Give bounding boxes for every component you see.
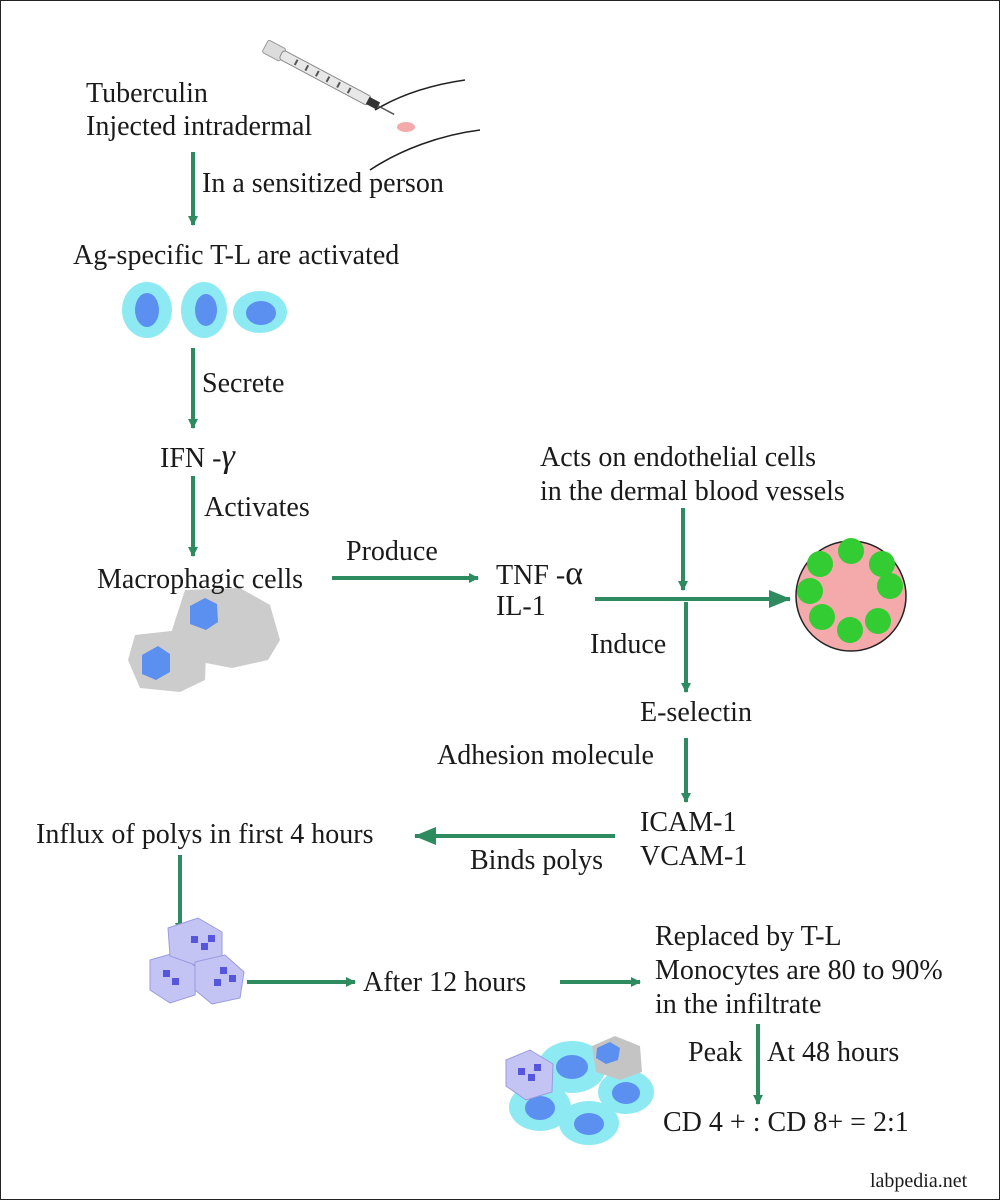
- label-after-12-hours: After 12 hours: [363, 967, 527, 998]
- label-e-selectin: E-selectin: [640, 697, 752, 728]
- t-lymphocyte-icon: [122, 282, 172, 338]
- label-tnf-alpha: TNF -α: [496, 557, 583, 593]
- label-replaced-3: in the infiltrate: [655, 989, 822, 1020]
- t-lymphocyte-icon: [559, 1101, 619, 1145]
- label-tuberculin: Tuberculin: [86, 78, 208, 109]
- t-lymphocyte-icon: [233, 291, 287, 333]
- label-replaced-1: Replaced by T-L: [655, 921, 842, 952]
- blood-vessel-cross-section-icon: [795, 538, 907, 652]
- label-acts-on-2: in the dermal blood vessels: [540, 476, 845, 507]
- label-replaced-2: Monocytes are 80 to 90%: [655, 955, 943, 986]
- infiltrate-cell-group: [505, 1036, 654, 1145]
- macrophage-icon: [128, 630, 206, 692]
- label-binds-polys: Binds polys: [470, 845, 604, 876]
- polymorphonuclear-cell-icon: [505, 1049, 554, 1101]
- label-icam-1: ICAM-1: [640, 807, 737, 838]
- label-ifn: IFN -: [160, 443, 222, 474]
- label-cd4-cd8-ratio: CD 4 + : CD 8+ = 2:1: [663, 1107, 909, 1138]
- flow-arrows: [175, 152, 791, 1105]
- t-lymphocyte-icon: [538, 1041, 606, 1093]
- label-produce: Produce: [346, 536, 438, 567]
- label-adhesion-molecule: Adhesion molecule: [437, 740, 654, 771]
- polymorphonuclear-cell-group: [149, 917, 245, 1005]
- label-induce: Induce: [590, 629, 667, 660]
- label-activates: Activates: [204, 492, 310, 523]
- label-sensitized-person: In a sensitized person: [202, 168, 444, 199]
- t-lymphocyte-icon: [598, 1070, 654, 1114]
- syringe-icon: [262, 39, 481, 171]
- label-gamma: γ: [221, 438, 235, 475]
- label-injected-intradermal: Injected intradermal: [86, 111, 313, 142]
- t-lymphocyte-group: [122, 282, 287, 338]
- label-il1: IL-1: [496, 591, 546, 622]
- label-influx-polys: Influx of polys in first 4 hours: [36, 819, 374, 850]
- label-secrete: Secrete: [202, 368, 285, 399]
- polymorphonuclear-cell-icon: [194, 954, 245, 1005]
- macrophage-group: [128, 588, 280, 692]
- label-at-48-hours: At 48 hours: [767, 1037, 900, 1068]
- label-ifn-gamma: IFN -γ: [160, 440, 235, 476]
- watermark-labpedia: labpedia.net: [870, 1170, 968, 1192]
- macrophage-icon: [592, 1036, 642, 1080]
- label-vcam-1: VCAM-1: [640, 841, 748, 872]
- label-peak: Peak: [688, 1037, 743, 1068]
- label-tnf: TNF -: [496, 560, 566, 591]
- label-ag-specific: Ag-specific T-L are activated: [73, 240, 400, 271]
- label-acts-on-1: Acts on endothelial cells: [540, 442, 817, 473]
- t-lymphocyte-icon: [181, 282, 227, 338]
- label-macrophagic-cells: Macrophagic cells: [97, 564, 304, 595]
- label-alpha: α: [565, 555, 584, 592]
